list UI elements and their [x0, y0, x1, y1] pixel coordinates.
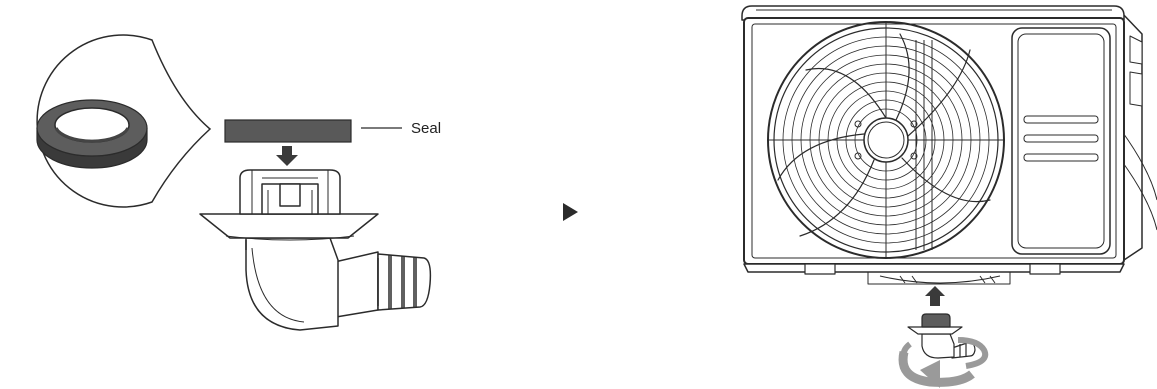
- seal-label: Seal: [411, 120, 441, 137]
- seal-bar: [225, 120, 351, 142]
- drain-plug-small: [908, 314, 975, 358]
- seal-ring-zoom: [37, 100, 147, 168]
- triangle-right-icon: [563, 203, 578, 221]
- arrow-down-icon: [276, 146, 298, 166]
- arrow-up-icon: [925, 286, 945, 306]
- drain-plug-large: [200, 170, 430, 330]
